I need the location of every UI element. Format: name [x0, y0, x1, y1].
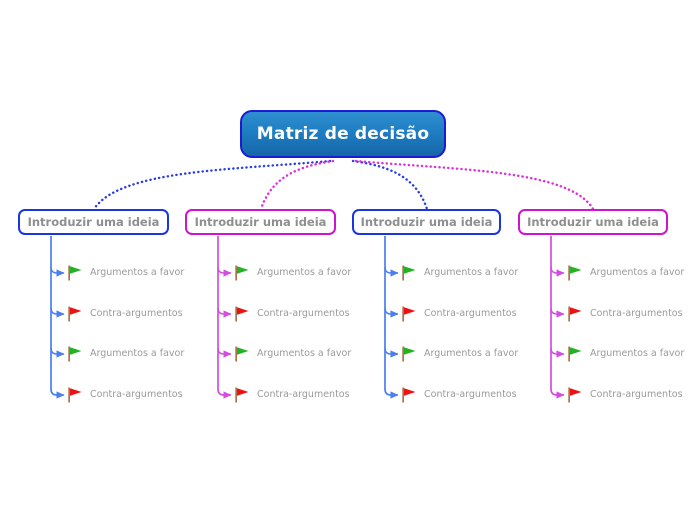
- red-flag-icon: [568, 306, 582, 322]
- green-flag-icon: [568, 346, 582, 362]
- green-flag-icon: [235, 346, 249, 362]
- leaf-item[interactable]: Contra-argumentos: [566, 304, 683, 324]
- red-flag-icon: [68, 387, 82, 403]
- branch-3-stem-1: [384, 266, 399, 277]
- branch-node-3-label: Introduzir uma ideia: [360, 215, 493, 229]
- branch-1-stem-1: [50, 266, 65, 277]
- leaf-label: Argumentos a favor: [90, 267, 185, 279]
- branch-3-trunk: [384, 236, 392, 396]
- root-link-branch-1: [92, 159, 332, 211]
- branch-2-stem-3: [217, 347, 232, 358]
- leaf-item[interactable]: Contra-argumentos: [233, 304, 350, 324]
- branch-node-4[interactable]: Introduzir uma ideia: [518, 209, 668, 235]
- leaf-item[interactable]: Contra-argumentos: [400, 304, 517, 324]
- branch-3-stem-2: [384, 307, 399, 318]
- branch-node-1[interactable]: Introduzir uma ideia: [18, 209, 169, 235]
- branch-1-trunk: [50, 236, 58, 396]
- leaf-label: Argumentos a favor: [257, 348, 352, 360]
- branch-node-1-label: Introduzir uma ideia: [27, 215, 160, 229]
- green-flag-icon: [568, 265, 582, 281]
- branch-4-stem-2: [550, 307, 565, 318]
- green-flag-icon: [402, 346, 416, 362]
- branch-node-4-label: Introduzir uma ideia: [527, 215, 659, 229]
- leaf-label: Contra-argumentos: [257, 308, 350, 320]
- red-flag-icon: [68, 306, 82, 322]
- leaf-item[interactable]: Argumentos a favor: [66, 344, 184, 364]
- leaf-item[interactable]: Argumentos a favor: [400, 263, 518, 283]
- leaf-label: Argumentos a favor: [424, 267, 519, 279]
- root-node-label: Matriz de decisão: [256, 124, 430, 144]
- leaf-item[interactable]: Argumentos a favor: [566, 344, 684, 364]
- root-node[interactable]: Matriz de decisão: [240, 110, 446, 158]
- branch-2-trunk: [217, 236, 225, 396]
- leaf-item[interactable]: Argumentos a favor: [66, 263, 184, 283]
- leaf-label: Argumentos a favor: [590, 267, 685, 279]
- leaf-item[interactable]: Contra-argumentos: [66, 304, 183, 324]
- red-flag-icon: [235, 387, 249, 403]
- leaf-label: Contra-argumentos: [424, 308, 517, 320]
- branch-node-2-label: Introduzir uma ideia: [194, 215, 327, 229]
- red-flag-icon: [402, 387, 416, 403]
- green-flag-icon: [68, 265, 82, 281]
- green-flag-icon: [235, 265, 249, 281]
- branch-3-stem-3: [384, 347, 399, 358]
- leaf-item[interactable]: Contra-argumentos: [400, 385, 517, 405]
- root-link-branch-4: [354, 159, 595, 211]
- branch-1-stem-3: [50, 347, 65, 358]
- leaf-item[interactable]: Argumentos a favor: [233, 344, 351, 364]
- leaf-label: Argumentos a favor: [257, 267, 352, 279]
- branch-2-stem-2: [217, 307, 232, 318]
- leaf-item[interactable]: Contra-argumentos: [566, 385, 683, 405]
- green-flag-icon: [68, 346, 82, 362]
- leaf-item[interactable]: Argumentos a favor: [566, 263, 684, 283]
- leaf-item[interactable]: Contra-argumentos: [233, 385, 350, 405]
- branch-node-2[interactable]: Introduzir uma ideia: [185, 209, 336, 235]
- branch-4-stem-1: [550, 266, 565, 277]
- leaf-item[interactable]: Contra-argumentos: [66, 385, 183, 405]
- leaf-label: Contra-argumentos: [90, 308, 183, 320]
- root-link-branch-2: [259, 159, 335, 211]
- leaf-item[interactable]: Argumentos a favor: [233, 263, 351, 283]
- branch-node-3[interactable]: Introduzir uma ideia: [352, 209, 501, 235]
- leaf-label: Contra-argumentos: [590, 389, 683, 401]
- branch-4-stem-3: [550, 347, 565, 358]
- leaf-label: Contra-argumentos: [590, 308, 683, 320]
- leaf-label: Argumentos a favor: [424, 348, 519, 360]
- branch-4-trunk: [550, 236, 558, 396]
- green-flag-icon: [402, 265, 416, 281]
- red-flag-icon: [235, 306, 249, 322]
- leaf-label: Argumentos a favor: [590, 348, 685, 360]
- branch-1-stem-2: [50, 307, 65, 318]
- leaf-label: Argumentos a favor: [90, 348, 185, 360]
- leaf-label: Contra-argumentos: [424, 389, 517, 401]
- leaf-label: Contra-argumentos: [257, 389, 350, 401]
- leaf-item[interactable]: Argumentos a favor: [400, 344, 518, 364]
- leaf-label: Contra-argumentos: [90, 389, 183, 401]
- red-flag-icon: [402, 306, 416, 322]
- branch-2-stem-1: [217, 266, 232, 277]
- red-flag-icon: [568, 387, 582, 403]
- root-link-branch-3: [351, 159, 429, 211]
